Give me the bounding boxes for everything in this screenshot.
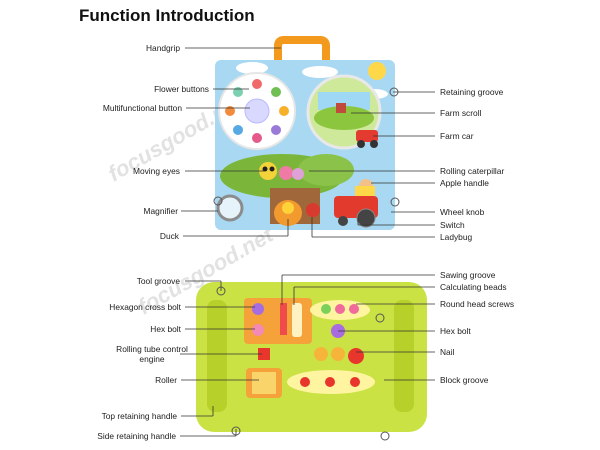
label-moving-eyes: Moving eyes	[132, 166, 180, 176]
label-retaining-groove: Retaining groove	[440, 87, 504, 97]
label-top-retaining-handle: Top retaining handle	[101, 411, 177, 421]
rolling-tube	[280, 303, 287, 335]
label-block-groove: Block groove	[440, 375, 489, 385]
label-duck: Duck	[159, 231, 179, 241]
label-farm-scroll: Farm scroll	[440, 108, 482, 118]
wheel-knob	[356, 208, 376, 228]
label-nail: Nail	[440, 347, 455, 357]
page-title: Function Introduction	[79, 6, 255, 25]
label-flower-buttons: Flower buttons	[154, 84, 209, 94]
label-side-retaining-handle: Side retaining handle	[97, 431, 176, 441]
multifunctional-button	[244, 98, 270, 124]
label-apple-handle: Apple handle	[440, 178, 489, 188]
farm-car	[356, 130, 378, 142]
label-tool-groove: Tool groove	[136, 276, 180, 286]
label-multifunctional-button: Multifunctional button	[102, 103, 182, 113]
label-hex-bolt-left: Hex bolt	[150, 324, 181, 334]
label-roller: Roller	[155, 375, 177, 385]
caterpillar-head	[259, 162, 277, 180]
label-rolling-tube-control-engine: Rolling tube control engine	[116, 344, 188, 364]
label-switch: Switch	[440, 220, 465, 230]
label-magnifier: Magnifier	[143, 206, 178, 216]
label-farm-car: Farm car	[440, 131, 474, 141]
label-rolling-caterpillar: Rolling caterpillar	[440, 166, 505, 176]
moving-eyes	[262, 166, 268, 172]
label-sawing-groove: Sawing groove	[440, 270, 496, 280]
ladybug	[306, 203, 320, 217]
label-calculating-beads: Calculating beads	[440, 282, 507, 292]
label-hexagon-cross-bolt: Hexagon cross bolt	[109, 302, 181, 312]
magnifier	[216, 194, 244, 222]
label-hex-bolt-right: Hex bolt	[440, 326, 471, 336]
label-handgrip: Handgrip	[146, 43, 180, 53]
label-round-head-screws: Round head screws	[440, 299, 515, 309]
handgrip	[274, 36, 330, 63]
label-wheel-knob: Wheel knob	[440, 207, 485, 217]
label-ladybug: Ladybug	[440, 232, 473, 242]
